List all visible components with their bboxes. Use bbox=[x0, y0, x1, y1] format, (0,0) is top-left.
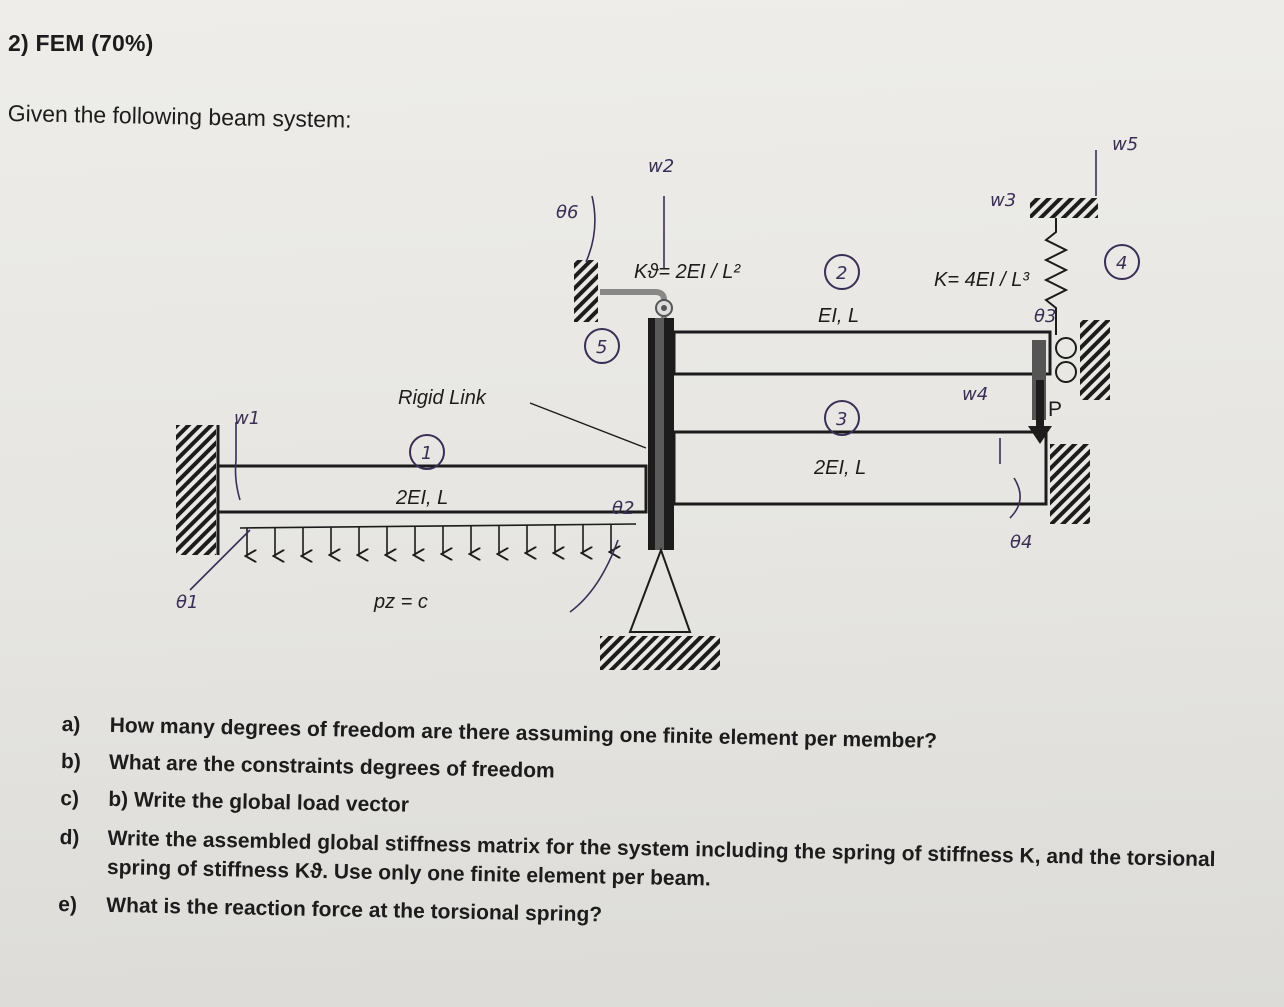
distributed-load bbox=[239, 523, 637, 556]
roller-bottom bbox=[1055, 361, 1077, 383]
dof-w5-label: w5 bbox=[1112, 134, 1138, 155]
question-a-text: How many degrees of freedom are there as… bbox=[109, 713, 938, 753]
question-b-letter: b) bbox=[60, 749, 82, 774]
question-e-letter: e) bbox=[58, 892, 78, 917]
dof-w1-label: w1 bbox=[234, 408, 260, 429]
svg-text:5: 5 bbox=[596, 337, 607, 358]
dof-theta1-label: θ1 bbox=[176, 592, 198, 613]
dof-w4-label: w4 bbox=[962, 384, 988, 405]
question-b-text: What are the constraints degrees of free… bbox=[108, 750, 555, 783]
right-wall-top-hatch bbox=[1030, 198, 1098, 218]
torsional-spring bbox=[600, 289, 667, 318]
svg-text:3: 3 bbox=[836, 409, 847, 430]
question-c-letter: c) bbox=[60, 786, 80, 811]
circled-number-1: 1 bbox=[409, 434, 445, 470]
question-d-text: Write the assembled global stiffness mat… bbox=[106, 826, 1216, 891]
circled-number-4: 4 bbox=[1104, 244, 1140, 280]
circled-number-5: 5 bbox=[584, 328, 620, 364]
rigid-link-label: Rigid Link bbox=[398, 387, 487, 409]
dof-theta6-label: θ6 bbox=[556, 202, 578, 223]
right-wall-upper-hatch bbox=[1080, 320, 1110, 400]
svg-text:4: 4 bbox=[1116, 253, 1127, 274]
right-wall-lower-hatch bbox=[1050, 444, 1090, 524]
question-a-letter: a) bbox=[61, 712, 81, 737]
beam-system-figure: P Rigid Link Kϑ= 2EI / L² K= 4EI / L³ 2E… bbox=[176, 134, 1140, 670]
element1-props: 2EI, L bbox=[395, 487, 448, 509]
k-spring-label: K= 4EI / L³ bbox=[934, 269, 1030, 291]
pin-support bbox=[628, 547, 692, 633]
dof-annotations bbox=[189, 150, 1097, 613]
dof-w3-label: w3 bbox=[990, 190, 1016, 211]
rigid-link-leader bbox=[529, 402, 647, 449]
left-wall-hatch bbox=[176, 425, 216, 555]
question-d-letter: d) bbox=[59, 825, 80, 850]
dof-w2-label: w2 bbox=[648, 156, 674, 177]
dof-theta4-label: θ4 bbox=[1010, 532, 1032, 553]
element2-props: EI, L bbox=[818, 305, 859, 327]
beam-element-1 bbox=[216, 464, 648, 514]
svg-text:2: 2 bbox=[836, 263, 847, 284]
question-heading: 2) FEM (70%) bbox=[8, 30, 154, 56]
dof-theta3-label: θ3 bbox=[1034, 306, 1056, 327]
dof-theta2-label: θ2 bbox=[612, 498, 634, 519]
question-c-text: b) Write the global load vector bbox=[108, 787, 410, 817]
beam-element-2 bbox=[672, 330, 1052, 376]
top-left-wall-hatch bbox=[574, 260, 598, 322]
ground-hatch bbox=[600, 636, 720, 670]
question-list: a) How many degrees of freedom are there… bbox=[58, 712, 1222, 951]
beam-element-3 bbox=[672, 430, 1048, 506]
linear-spring bbox=[1043, 218, 1069, 335]
roller-top bbox=[1055, 337, 1077, 359]
question-e-text: What is the reaction force at the torsio… bbox=[106, 893, 603, 927]
svg-text:1: 1 bbox=[421, 443, 432, 464]
question-d: d) Write the assembled global stiffness … bbox=[59, 823, 1220, 903]
circled-number-3: 3 bbox=[824, 400, 860, 436]
point-load-label: P bbox=[1048, 398, 1062, 421]
element3-props: 2EI, L bbox=[813, 457, 866, 479]
k-theta-label: Kϑ= 2EI / L² bbox=[634, 261, 741, 283]
distributed-load-label: pz = c bbox=[373, 591, 428, 613]
circled-number-2: 2 bbox=[824, 254, 860, 290]
